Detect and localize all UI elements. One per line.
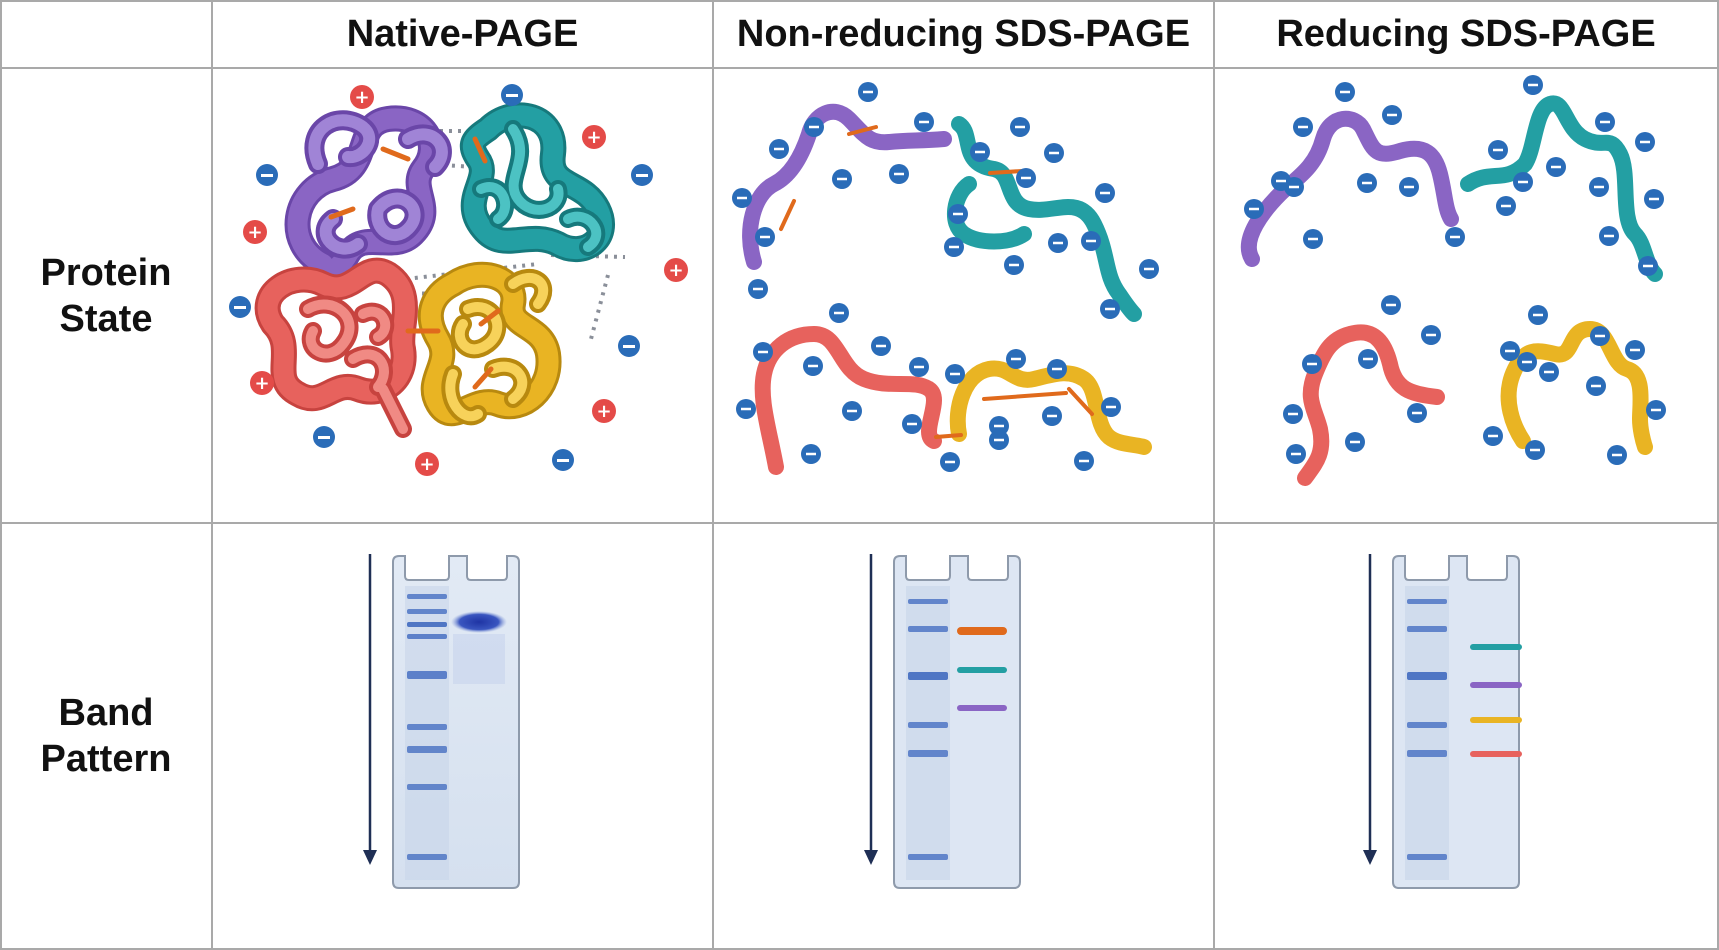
reducing-protein-state-illustration — [1240, 75, 1666, 486]
svg-text:+: + — [354, 87, 369, 108]
column-divider-2 — [712, 0, 714, 950]
minus-charge-icon — [501, 84, 523, 106]
non-reducing-sds-page-gel — [864, 554, 1021, 889]
table-border-bottom — [0, 948, 1719, 950]
plus-charge-icon: + — [250, 371, 274, 395]
arrow-head-icon — [363, 850, 377, 865]
svg-text:+: + — [254, 373, 269, 394]
column-divider-1 — [211, 0, 213, 950]
band-orange — [957, 627, 1007, 635]
band-purple — [1470, 682, 1522, 688]
native-charges: + + + + + + + — [229, 84, 688, 476]
non-reducing-protein-state-illustration — [732, 82, 1159, 475]
teal-subunit-folded — [459, 102, 615, 262]
svg-text:+: + — [586, 127, 601, 148]
plus-charge-icon: + — [582, 125, 606, 149]
minus-charge-icon — [631, 164, 653, 186]
teal-chain-unfolded — [946, 116, 1142, 322]
plus-charge-icon: + — [415, 452, 439, 476]
band-teal — [957, 667, 1007, 673]
non-reducing-negative-charges — [732, 82, 1159, 472]
row-label-protein-state-line2: State — [59, 297, 153, 340]
row-label-protein-state: Protein State — [0, 69, 212, 522]
svg-text:+: + — [596, 401, 611, 422]
band-yellow — [1470, 717, 1522, 723]
ladder-lane — [906, 586, 950, 880]
ladder-bands — [407, 594, 447, 860]
table-border-top — [0, 0, 1719, 2]
red-chain-unfolded — [754, 326, 942, 475]
native-band — [451, 611, 507, 633]
purple-chain-unfolded — [742, 103, 952, 270]
table-border-left — [0, 0, 2, 950]
ladder-lane — [405, 586, 449, 880]
minus-charge-icon — [618, 335, 640, 357]
teal-chain-separated — [1460, 95, 1663, 282]
minus-charge-icon — [552, 449, 574, 471]
purple-subunit-folded — [284, 105, 452, 288]
plus-charge-icon: + — [350, 85, 374, 109]
row-divider — [0, 522, 1719, 524]
plus-charge-icon: + — [592, 399, 616, 423]
purple-chain-separated — [1240, 110, 1459, 267]
band-teal — [1470, 644, 1522, 650]
band-red — [1470, 751, 1522, 757]
ladder-lane — [1405, 586, 1449, 880]
plus-charge-icon: + — [243, 220, 267, 244]
disulfide-bonds — [328, 136, 501, 390]
plus-charge-icon: + — [664, 258, 688, 282]
reducing-sds-page-gel — [1363, 554, 1522, 889]
disulfide-bonds-intact — [779, 125, 1094, 439]
header-divider — [0, 67, 1719, 69]
minus-charge-icon — [313, 426, 335, 448]
header-corner — [0, 0, 212, 68]
svg-text:+: + — [668, 260, 683, 281]
row-label-band-pattern-line1: Band — [58, 692, 154, 734]
band-purple — [957, 705, 1007, 711]
svg-text:+: + — [419, 454, 434, 475]
ladder-bands — [1407, 599, 1447, 860]
svg-text:+: + — [247, 222, 262, 243]
native-page-gel — [363, 554, 520, 889]
red-chain-separated — [1297, 324, 1445, 486]
native-smear — [453, 634, 505, 684]
yellow-chain-separated — [1500, 321, 1653, 455]
arrow-head-icon — [1363, 850, 1377, 865]
table-border-right — [1717, 0, 1719, 950]
header-non-reducing-sds-page: Non-reducing SDS-PAGE — [736, 12, 1191, 55]
column-divider-3 — [1213, 0, 1215, 950]
minus-charge-icon — [256, 164, 278, 186]
row-label-band-pattern-line2: Pattern — [40, 738, 172, 780]
header-native-page: Native-PAGE — [346, 12, 579, 55]
row-label-band-pattern: Band Pattern — [0, 524, 212, 948]
red-subunit-folded — [254, 257, 418, 438]
minus-charge-icon — [229, 296, 251, 318]
header-reducing-sds-page: Reducing SDS-PAGE — [1276, 12, 1656, 55]
yellow-subunit-folded — [417, 261, 562, 427]
ladder-bands — [908, 599, 948, 860]
arrow-head-icon — [864, 850, 878, 865]
row-label-protein-state-line1: Protein — [40, 251, 172, 294]
reducing-negative-charges — [1244, 75, 1666, 465]
native-protein-state-illustration: + + + + + + + — [229, 84, 688, 476]
